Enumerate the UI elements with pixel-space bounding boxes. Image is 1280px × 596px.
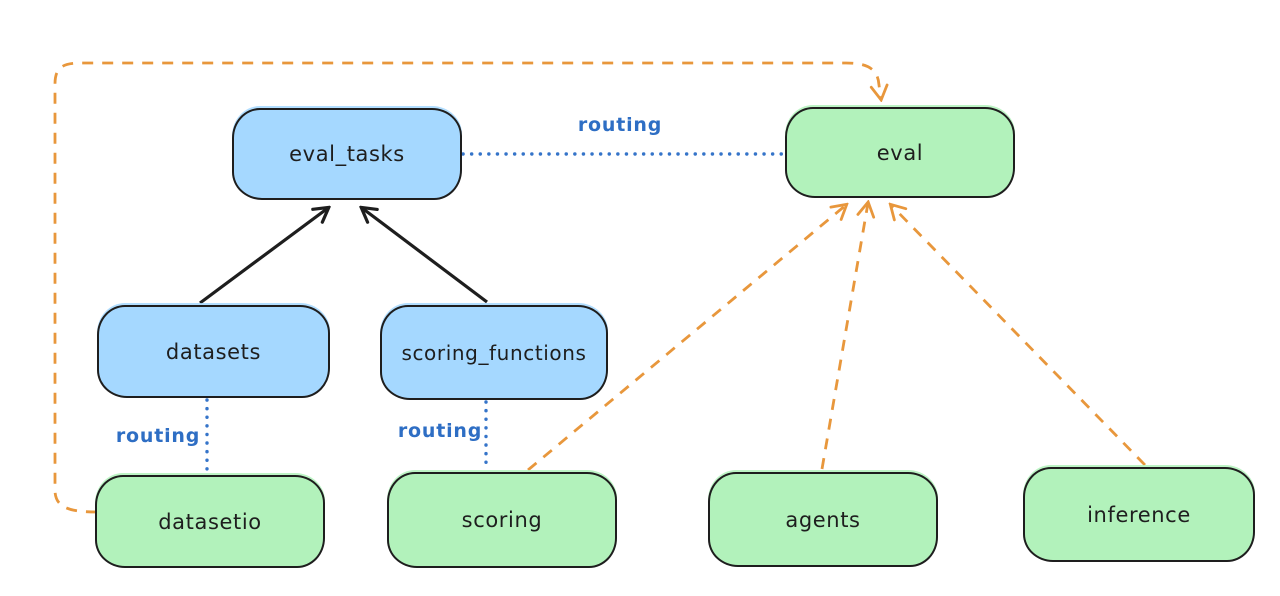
routing-label-datasets-datasetio: routing <box>115 425 201 447</box>
node-datasetio[interactable]: datasetio <box>95 475 325 568</box>
edge-datasets-to-eval-tasks <box>199 208 328 305</box>
edge-inference-to-eval <box>891 205 1147 466</box>
node-eval-tasks-label: eval_tasks <box>289 142 405 166</box>
edge-scoring-functions-to-eval-tasks <box>362 208 488 304</box>
node-scoring[interactable]: scoring <box>387 472 617 568</box>
node-eval-tasks[interactable]: eval_tasks <box>232 108 462 200</box>
node-datasets[interactable]: datasets <box>97 305 330 398</box>
edge-scoring-to-eval <box>527 205 846 472</box>
node-datasetio-label: datasetio <box>158 509 262 534</box>
routing-label-scoring-functions-scoring: routing <box>397 420 483 442</box>
node-scoring-label: scoring <box>461 508 543 532</box>
node-eval[interactable]: eval <box>785 107 1015 198</box>
node-inference-label: inference <box>1087 502 1191 527</box>
edge-agents-to-eval <box>820 203 868 470</box>
node-datasets-label: datasets <box>165 339 262 364</box>
routing-label-eval-tasks-eval: routing <box>577 114 663 136</box>
edge-datasetio-to-eval <box>53 61 881 514</box>
node-agents-label: agents <box>785 507 861 532</box>
node-inference[interactable]: inference <box>1023 467 1255 562</box>
node-agents[interactable]: agents <box>708 472 938 567</box>
node-scoring-functions[interactable]: scoring_functions <box>380 305 608 400</box>
node-eval-label: eval <box>876 140 924 165</box>
node-scoring-functions-label: scoring_functions <box>401 340 587 365</box>
